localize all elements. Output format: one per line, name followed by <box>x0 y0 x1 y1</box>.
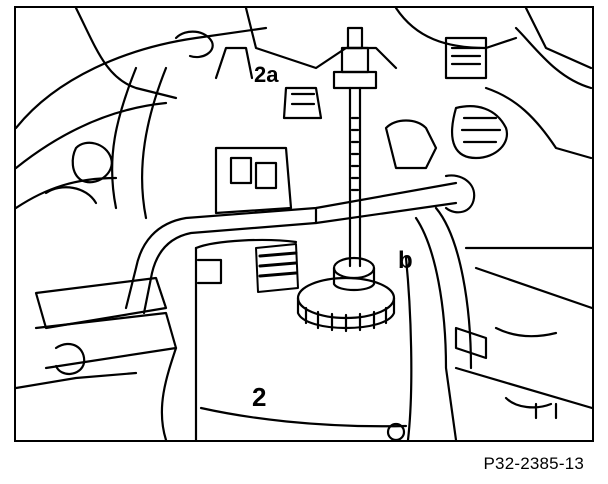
callout-2: 2 <box>252 382 266 412</box>
engine-bay-drawing: 2a b 2 <box>16 8 592 440</box>
reservoir-cap <box>296 256 396 333</box>
engine-bay-illustration: 2a b 2 <box>14 6 594 442</box>
callout-2a: 2a <box>254 62 279 87</box>
background-engine-parts <box>16 8 592 220</box>
fluid-reservoir <box>194 238 413 440</box>
figure-reference-code: P32-2385-13 <box>483 454 584 473</box>
left-hose-bracket <box>16 276 178 440</box>
coolant-pipe <box>124 174 476 315</box>
right-side-components <box>386 206 592 440</box>
callout-b: b <box>398 247 413 274</box>
tester-rod <box>332 26 378 268</box>
